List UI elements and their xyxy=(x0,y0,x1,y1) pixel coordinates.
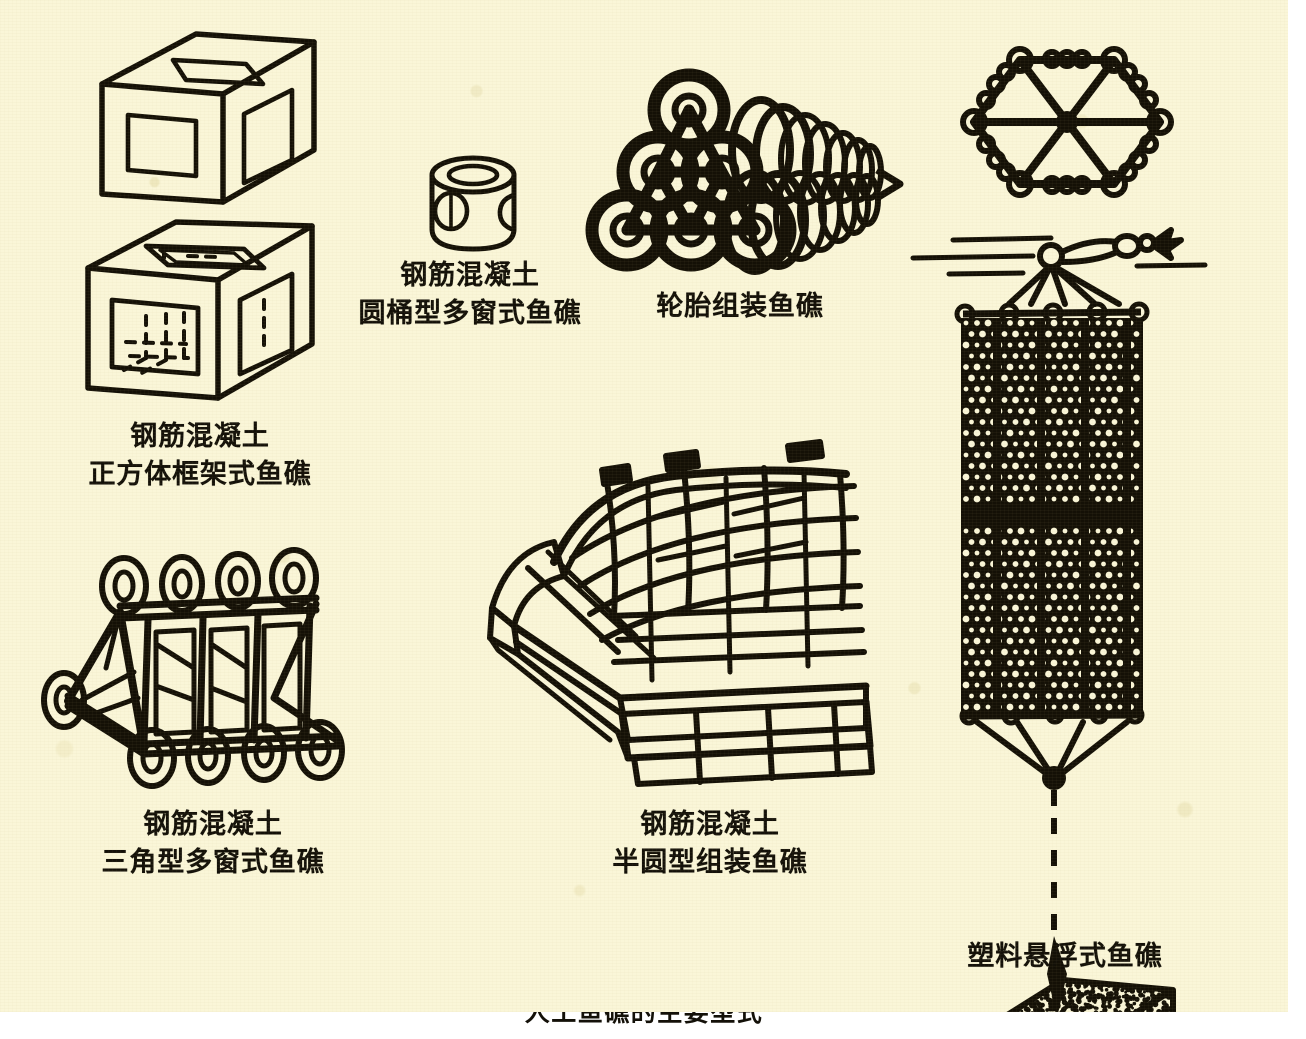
caption-line1: 钢筋混凝土 xyxy=(143,809,283,840)
caption-line2: 三角型多窗式鱼礁 xyxy=(101,847,325,879)
caption-line1: 钢筋混凝土 xyxy=(640,809,780,840)
tire-assembled-reef-illustration xyxy=(615,62,925,275)
caption-concrete-cube-frame-reef: 钢筋混凝土 正方体框架式鱼礁 xyxy=(40,418,360,495)
caption-plastic-suspended-reef: 塑料悬浮式鱼礁 xyxy=(915,938,1215,976)
caption-concrete-triangle-window-reef: 钢筋混凝土 三角型多窗式鱼礁 xyxy=(48,806,378,883)
bottom-caption-strip: 人工鱼礁的主要型式 xyxy=(0,1012,1288,1039)
concrete-drum-window-reef-illustration xyxy=(415,145,535,265)
caption-line1: 钢筋混凝土 xyxy=(130,421,270,452)
suspended-net-reef-illustration xyxy=(905,218,1215,1012)
concrete-triangle-window-reef-illustration xyxy=(41,547,378,789)
concrete-cube-frame-reef-illustration xyxy=(68,208,338,413)
caption-concrete-semicircle-assembled-reef: 钢筋混凝土 半圆型组装鱼礁 xyxy=(545,806,875,883)
figure-page: 钢筋混凝土 正方体框架式鱼礁 钢筋混凝土 圆桶型多窗式鱼礁 xyxy=(0,0,1288,1012)
caption-concrete-drum-window-reef: 钢筋混凝土 圆桶型多窗式鱼礁 xyxy=(345,257,595,334)
hex-float-ring-illustration xyxy=(960,32,1177,212)
caption-line1: 塑料悬浮式鱼礁 xyxy=(967,941,1163,972)
caption-tire-assembled-reef: 轮胎组装鱼礁 xyxy=(600,288,880,326)
concrete-semicircle-assembled-reef-illustration xyxy=(468,439,888,790)
caption-line2: 正方体框架式鱼礁 xyxy=(88,459,312,491)
bottom-caption-text: 人工鱼礁的主要型式 xyxy=(524,1012,764,1027)
caption-line2: 半圆型组装鱼礁 xyxy=(612,847,808,879)
caption-line1: 钢筋混凝土 xyxy=(400,260,540,291)
caption-line1: 轮胎组装鱼礁 xyxy=(656,291,824,322)
cube-window-reef-illustration xyxy=(78,18,338,218)
caption-line2: 圆桶型多窗式鱼礁 xyxy=(358,298,582,330)
